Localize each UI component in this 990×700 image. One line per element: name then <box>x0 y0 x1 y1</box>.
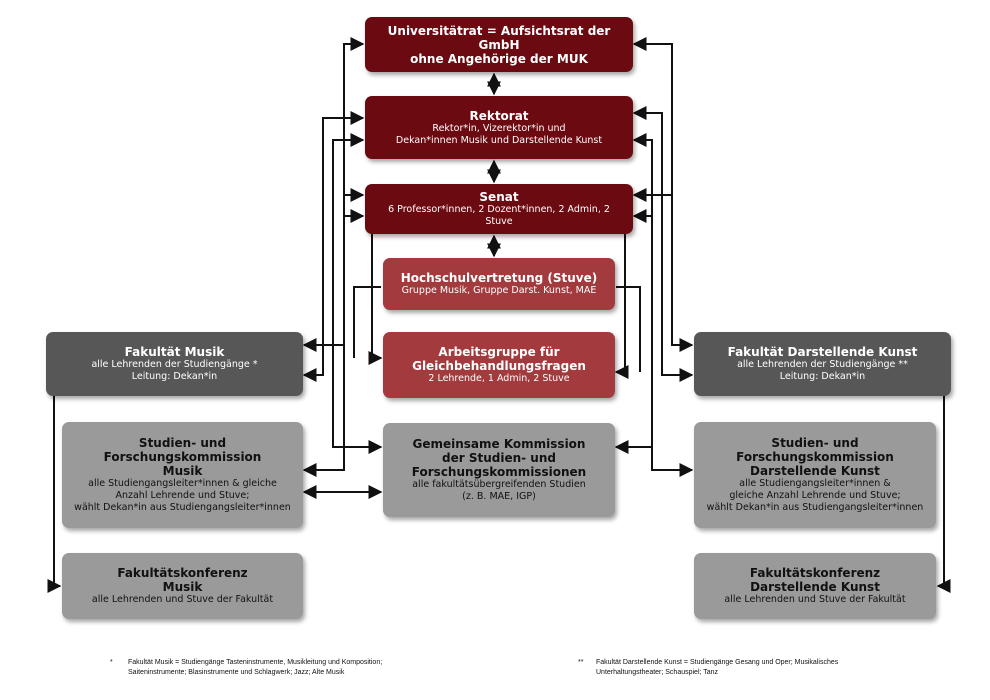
arrow-stuve-right <box>616 286 641 372</box>
fakultaet-dk-sub: alle Lehrenden der Studiengänge ** Leitu… <box>737 359 908 382</box>
arbeitsgruppe-sub: 2 Lehrende, 1 Admin, 2 Stuve <box>428 373 570 384</box>
footnote-dk-text: Fakultät Darstellende Kunst = Studiengän… <box>596 659 839 676</box>
arrow-senat-sfkdk <box>632 209 694 477</box>
hochschulvertretung-sub: Gruppe Musik, Gruppe Darst. Kunst, MAE <box>401 285 597 296</box>
arrow-senat-sfkmusik <box>302 209 365 477</box>
arrow-senat-stuve-right <box>614 234 629 379</box>
sfk-musik-sub: alle Studiengangsleiter*innen & gleiche … <box>74 478 291 513</box>
senat-sub: 6 Professor*innen, 2 Dozent*innen, 2 Adm… <box>388 204 610 227</box>
gemeinsame-box: Gemeinsame Kommission der Studien- und F… <box>383 423 615 517</box>
unirat-title: Universitätrat = Aufsichtsrat der GmbH o… <box>387 23 611 66</box>
sfk-dk-sub: alle Studiengangsleiter*innen & gleiche … <box>706 478 924 513</box>
fk-musik-sub: alle Lehrenden und Stuve der Fakultät <box>91 594 274 605</box>
sfk-musik-title: Studien- und Forschungskommission Musik <box>103 436 262 478</box>
fakultaet-dk-title: Fakultät Darstellende Kunst <box>727 345 918 359</box>
footnote-dk-marker: ** <box>578 659 584 666</box>
rektorat-title: Rektorat <box>469 108 529 123</box>
arbeitsgruppe-title: Arbeitsgruppe für Gleichbehandlungsfrage… <box>412 345 586 373</box>
sfk-musik-box: Studien- und Forschungskommission Musik … <box>62 422 303 528</box>
sfk-dk-box: Studien- und Forschungskommission Darste… <box>694 422 936 528</box>
fakultaet-musik-title: Fakultät Musik <box>124 345 225 359</box>
fakultaet-dk-box: Fakultät Darstellende Kunst alle Lehrend… <box>694 332 951 396</box>
unirat-box: Universitätrat = Aufsichtsrat der GmbH o… <box>365 17 633 72</box>
hochschulvertretung-box: Hochschulvertretung (Stuve) Gruppe Musik… <box>383 258 615 310</box>
footnote-dk: ** Fakultät Darstellende Kunst = Studien… <box>578 658 898 680</box>
senat-box: Senat 6 Professor*innen, 2 Dozent*innen,… <box>365 184 633 234</box>
fk-dk-sub: alle Lehrenden und Stuve der Fakultät <box>724 594 906 605</box>
arrow-fakmusik-fkmusik <box>47 396 62 593</box>
arrow-stuve-left <box>353 286 381 358</box>
fakultaet-musik-sub: alle Lehrenden der Studiengänge * Leitun… <box>91 359 258 382</box>
fk-dk-box: Fakultätskonferenz Darstellende Kunst al… <box>694 553 936 619</box>
fk-musik-box: Fakultätskonferenz Musik alle Lehrenden … <box>62 553 303 619</box>
rektorat-sub: Rektor*in, Vizerektor*in und Dekan*innen… <box>395 122 603 146</box>
arbeitsgruppe-box: Arbeitsgruppe für Gleichbehandlungsfrage… <box>383 332 615 398</box>
fk-musik-title: Fakultätskonferenz Musik <box>117 566 248 594</box>
footnote-musik-marker: * <box>110 659 113 666</box>
footnote-musik: * Fakultät Musik = Studiengänge Tastenin… <box>110 658 430 680</box>
footnote-musik-text: Fakultät Musik = Studiengänge Tasteninst… <box>128 659 383 676</box>
arrow-rektorat-fakdk <box>632 106 694 382</box>
hochschulvertretung-title: Hochschulvertretung (Stuve) <box>400 271 598 285</box>
senat-title: Senat <box>479 190 519 204</box>
arrow-fakdk-fkdk <box>936 396 951 593</box>
arrow-senat-stuve-left <box>368 234 383 365</box>
rektorat-box: Rektorat Rektor*in, Vizerektor*in und De… <box>365 96 633 159</box>
fk-dk-title: Fakultätskonferenz Darstellende Kunst <box>749 566 881 594</box>
sfk-dk-title: Studien- und Forschungskommission Darste… <box>736 436 894 478</box>
fakultaet-musik-box: Fakultät Musik alle Lehrenden der Studie… <box>46 332 303 396</box>
gemeinsame-sub: alle fakultätsübergreifenden Studien (z.… <box>412 479 586 502</box>
gemeinsame-title: Gemeinsame Kommission der Studien- und F… <box>411 437 587 479</box>
